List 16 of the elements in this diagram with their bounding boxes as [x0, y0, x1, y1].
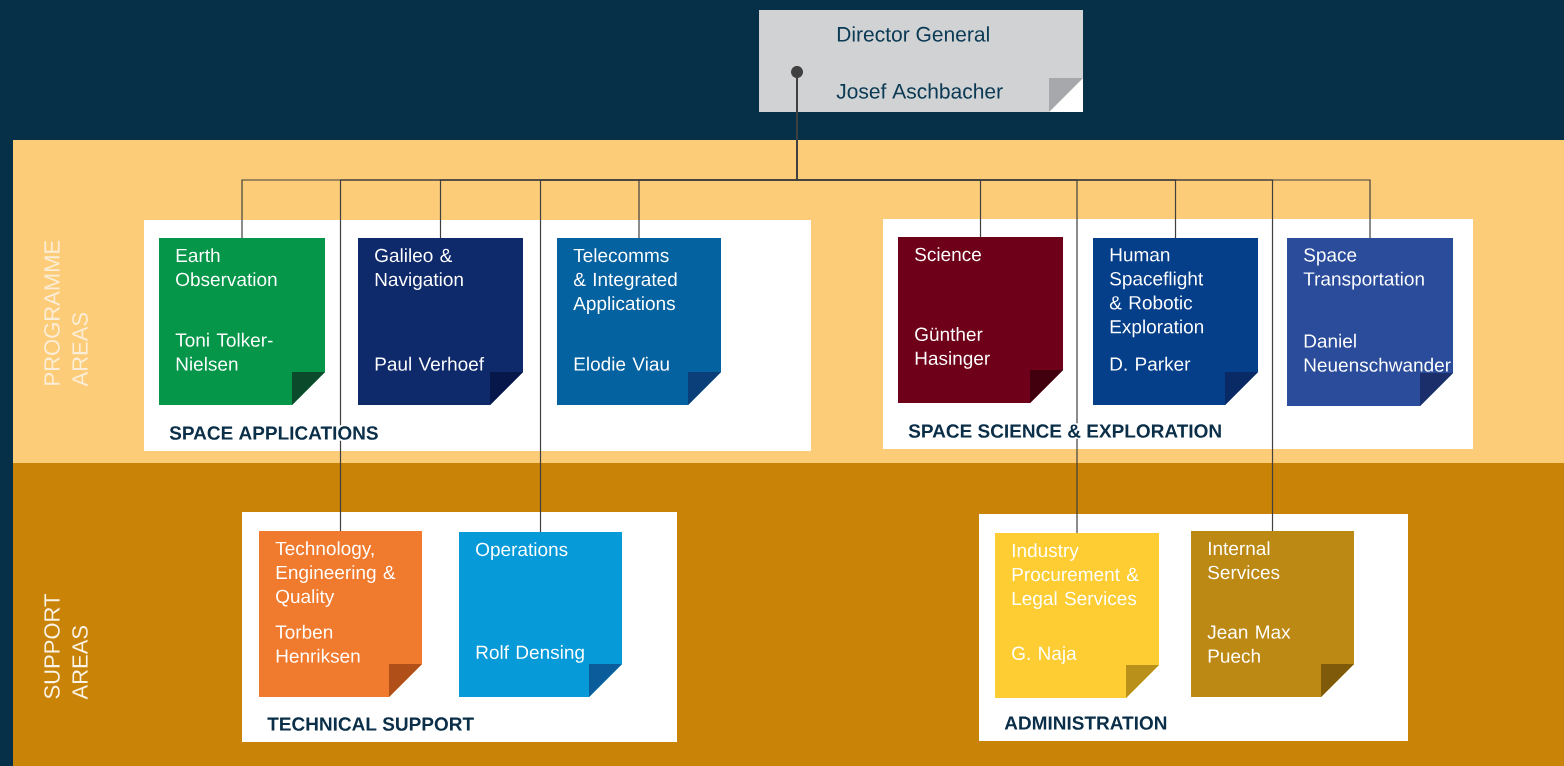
connector-line	[796, 77, 1371, 239]
directorate-box: Space Transportation Daniel Neuenschwander	[1287, 238, 1454, 407]
group-heading: ADMINISTRATION	[1003, 715, 1169, 731]
directorate-box: Internal Services Jean Max Puech	[1191, 531, 1355, 698]
directorate-box: Galileo & Navigation Paul Verhoef	[358, 238, 524, 406]
directorate-box: Telecomms & Integrated Applications Elodie Viau	[557, 238, 722, 406]
directorate-box: Science Günther Hasinger	[898, 237, 1064, 404]
group-heading: SPACE APPLICATIONS	[168, 425, 380, 441]
directorate-box: Human Spaceflight & Robotic Exploration D. Parker	[1093, 238, 1259, 406]
directorate-box: Earth Observation Toni Tolker-Nielsen	[159, 238, 326, 406]
directorate-box: Technology, Engineering & Quality Torben Henriksen	[259, 531, 423, 698]
group-heading: SPACE SCIENCE & EXPLORATION	[907, 423, 1224, 439]
directorate-box: Industry Procurement & Legal Services G. Naja	[995, 533, 1160, 699]
group-heading: TECHNICAL SUPPORT	[266, 716, 476, 732]
directorate-box: Operations Rolf Densing	[459, 532, 623, 698]
director-box: Director General Josef Aschbacher	[759, 10, 1083, 112]
